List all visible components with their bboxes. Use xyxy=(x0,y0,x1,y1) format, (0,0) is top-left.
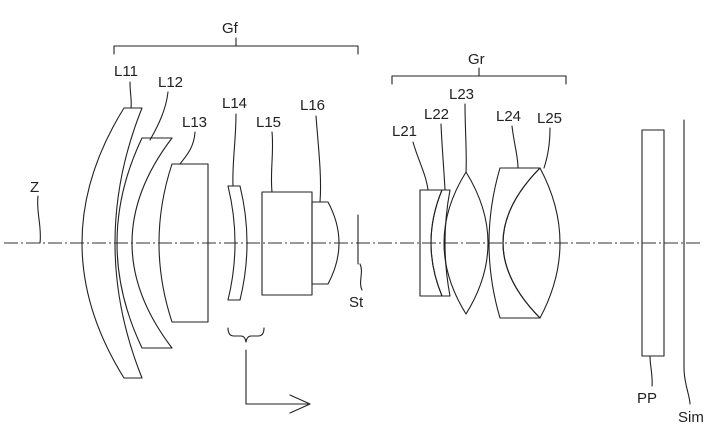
leader-l13 xyxy=(179,131,196,165)
gf-bracket xyxy=(113,45,359,55)
label-l12: L12 xyxy=(158,74,183,91)
lens-l12 xyxy=(116,137,173,349)
label-l24: L24 xyxy=(496,108,521,125)
label-l15: L15 xyxy=(256,114,281,131)
label-gf: Gf xyxy=(222,20,239,37)
plate-pp xyxy=(641,129,665,357)
lens-l25 xyxy=(502,167,561,319)
leader-l24 xyxy=(511,125,519,169)
leader-l22 xyxy=(440,123,446,191)
gr-bracket xyxy=(391,75,567,85)
label-l16: L16 xyxy=(300,97,325,114)
lens-l11 xyxy=(81,107,143,379)
leader-pp xyxy=(649,355,653,387)
movement-brace xyxy=(227,327,265,343)
leader-l21 xyxy=(412,141,429,191)
movement-arrow-line xyxy=(245,349,309,405)
leader-l14 xyxy=(232,113,237,187)
leader-l25 xyxy=(543,127,551,169)
leader-l11 xyxy=(129,81,132,109)
lens-l15 xyxy=(261,191,313,296)
label-l25: L25 xyxy=(537,110,562,127)
label-l23: L23 xyxy=(449,86,474,103)
label-st: St xyxy=(349,294,364,311)
leader-l23 xyxy=(464,103,467,173)
leader-l15 xyxy=(270,131,274,193)
lens-l22 xyxy=(430,189,451,297)
leader-st xyxy=(359,263,363,291)
label-l13: L13 xyxy=(182,114,207,131)
label-l22: L22 xyxy=(424,106,449,123)
leader-z xyxy=(37,195,41,244)
label-sim: Sim xyxy=(678,409,704,426)
label-gr: Gr xyxy=(468,51,485,68)
leader-l16 xyxy=(315,115,322,203)
label-l11: L11 xyxy=(114,63,138,80)
label-l14: L14 xyxy=(222,95,247,112)
label-z: Z xyxy=(30,179,39,196)
label-l21: L21 xyxy=(392,123,417,140)
lens-l16 xyxy=(311,201,340,285)
leader-l12 xyxy=(149,91,169,141)
lens-l14 xyxy=(227,185,248,301)
leader-sim xyxy=(683,367,691,405)
movement-arrow-head xyxy=(289,394,311,414)
lens-l13 xyxy=(158,163,209,323)
label-pp: PP xyxy=(637,390,657,407)
lens-l23 xyxy=(443,171,489,315)
